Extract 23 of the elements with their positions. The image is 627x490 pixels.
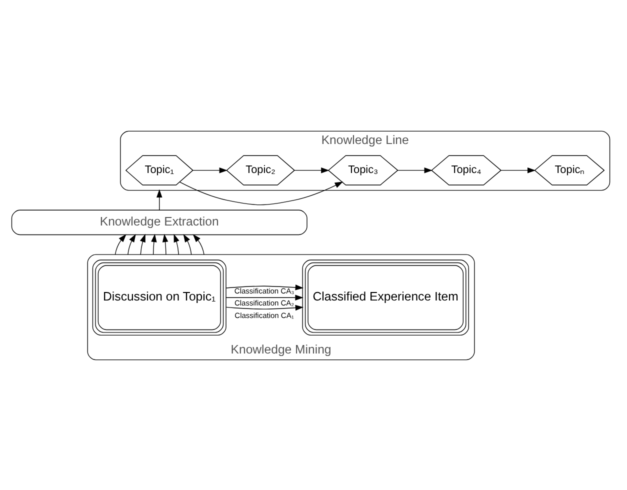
node-box: Knowledge Extraction <box>11 209 308 235</box>
edge-label: Classification CA₂ <box>234 298 294 308</box>
arrow <box>180 181 344 205</box>
arrow <box>226 304 304 310</box>
arrow <box>128 234 136 254</box>
arrow <box>397 166 432 173</box>
arrow <box>500 166 536 173</box>
arrow <box>156 188 162 210</box>
arrow <box>226 294 304 300</box>
arrow <box>294 166 330 173</box>
node-box: Classified Experience Item <box>302 259 469 336</box>
arrow <box>151 233 157 254</box>
arrow <box>192 234 204 254</box>
arrow <box>140 233 146 254</box>
arrow <box>192 166 228 173</box>
arrow <box>183 234 192 254</box>
node-box: Discussion on Topic₁ <box>92 259 226 336</box>
arrow <box>226 284 304 290</box>
arrow <box>162 233 168 254</box>
edge-label: Classification CA₃ <box>234 286 294 295</box>
edge-label: Classification CA₁ <box>234 310 294 320</box>
arrow <box>114 234 126 254</box>
arrow <box>174 233 180 254</box>
